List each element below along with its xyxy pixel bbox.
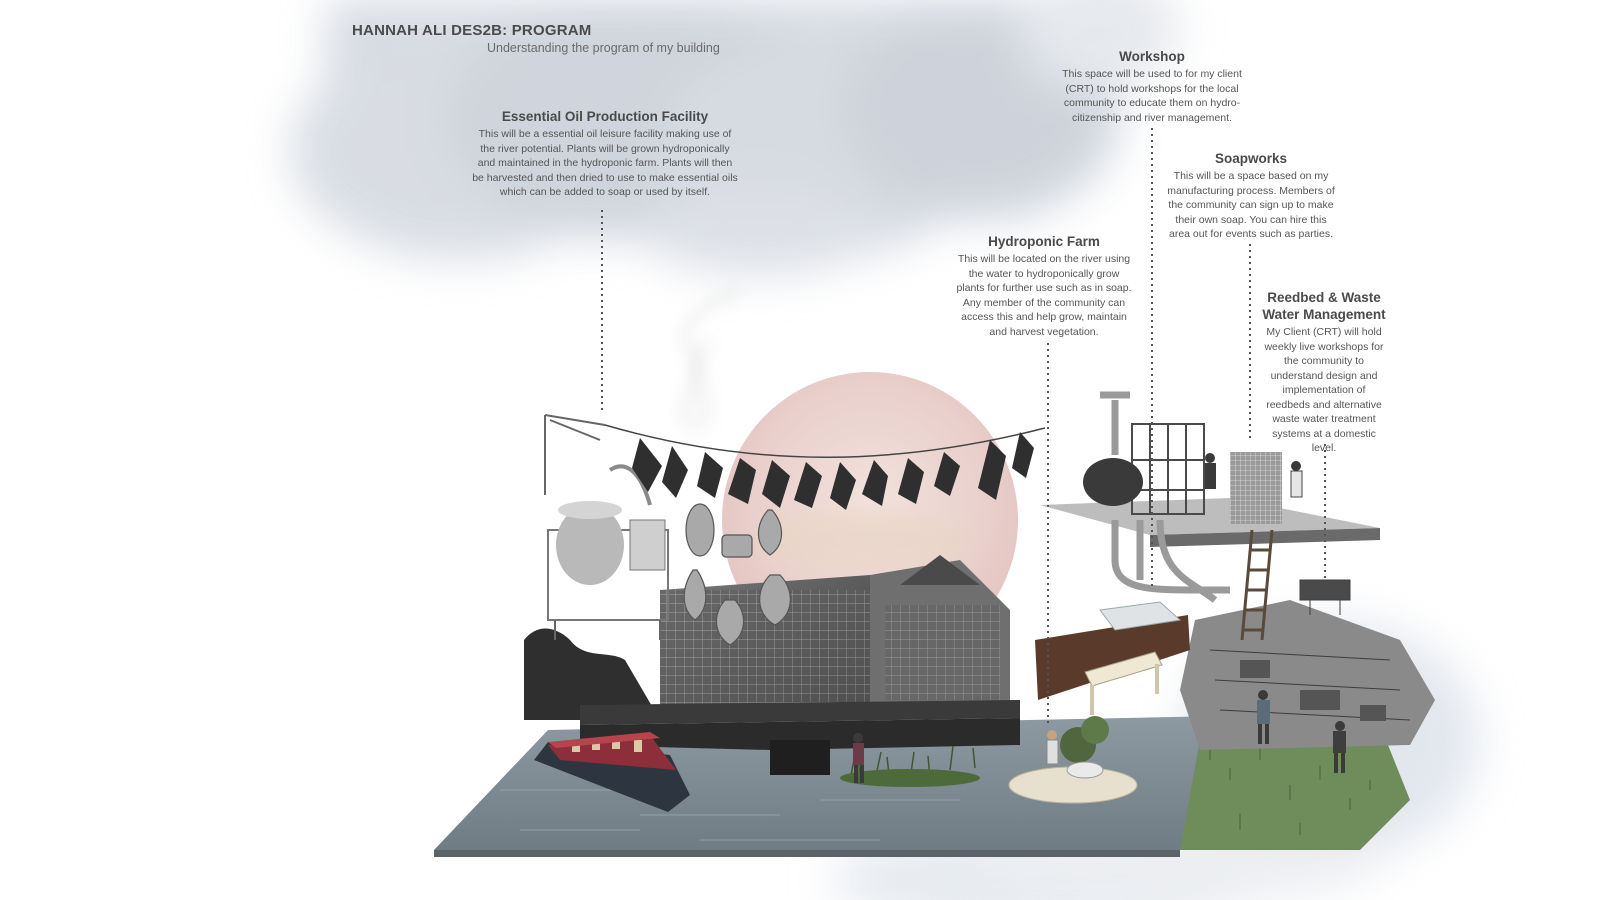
workbench (1084, 651, 1163, 687)
annotation-heading: Soapworks (1214, 151, 1288, 166)
annotation-body: This will be located on the river using … (956, 253, 1132, 338)
still-vessel (556, 464, 666, 585)
canal-side-building (580, 555, 1020, 775)
drying-herb-bundles (632, 432, 1034, 510)
annotation-heading: Hydroponic Farm (988, 234, 1100, 249)
reedbed-ground (1180, 725, 1410, 850)
annotation-heading: Workshop (1119, 49, 1185, 64)
workshop-deck (1040, 391, 1380, 641)
hydroponic-platform (1008, 716, 1138, 804)
drying-line (604, 424, 1046, 458)
annotation-body: This space will be used to for my client… (1062, 68, 1242, 124)
header: HANNAH ALI DES2B: PROGRAM Understanding … (352, 22, 720, 55)
riverbank-trees (524, 628, 660, 720)
annotation-workshop: Workshop This space will be used to for … (1052, 48, 1252, 125)
glass-jars (683, 503, 791, 646)
annotation-soapworks: Soapworks This will be a space based on … (1165, 150, 1337, 242)
annotation-reedbed: Reedbed & Waste Water Management My Clie… (1262, 289, 1386, 456)
page-subtitle: Understanding the program of my building (487, 41, 720, 55)
workshop-wall-rusted (1035, 615, 1190, 700)
annotation-body: My Client (CRT) will hold weekly live wo… (1264, 326, 1384, 454)
watercolor-cloud-top (290, 0, 1180, 275)
annotation-body: This will be a space based on my manufac… (1167, 170, 1335, 240)
leader-lines (601, 128, 1326, 725)
page-title: HANNAH ALI DES2B: PROGRAM (352, 22, 592, 39)
smoke-wisp (682, 288, 741, 431)
annotation-heading: Essential Oil Production Facility (501, 109, 709, 124)
people-figures (853, 453, 1346, 783)
excavation-scene (1180, 600, 1435, 750)
narrowboat (534, 732, 690, 812)
annotation-hydroponic-farm: Hydroponic Farm This will be located on … (955, 233, 1133, 339)
essential-oil-still (544, 414, 669, 640)
annotation-oil-facility: Essential Oil Production Facility This w… (472, 108, 738, 200)
annotation-heading: Reedbed & Waste Water Management (1262, 290, 1386, 322)
annotation-body: This will be a essential oil leisure fac… (472, 128, 738, 198)
